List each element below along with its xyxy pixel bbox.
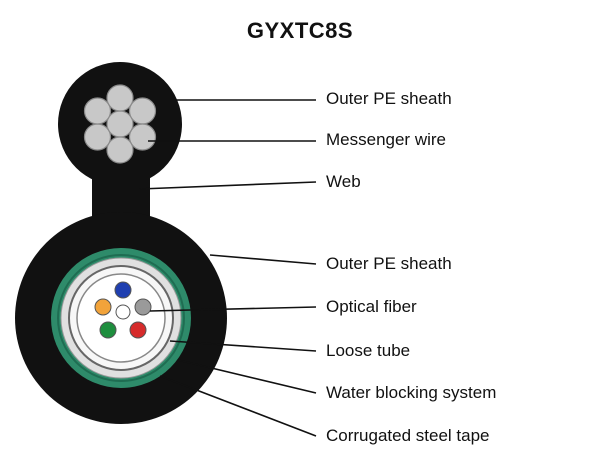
label-loose-tube: Loose tube [326,341,411,360]
label-optical-fiber: Optical fiber [326,297,417,316]
leader-line [159,375,317,437]
messenger-strand [128,97,157,125]
fiber-green [99,321,117,339]
fiber-red [129,321,147,339]
label-water-blocking-system: Water blocking system [326,383,497,402]
corrugated-steel-tape-edge [57,254,185,382]
messenger-strand [83,97,112,125]
messenger-unit [58,62,182,186]
messenger-strand [106,136,134,164]
optical-fibers [94,281,152,339]
messenger-strand [128,123,157,151]
fiber-white [115,304,131,320]
leader-line [209,254,317,265]
messenger-strand [83,123,112,151]
label-messenger-wire: Messenger wire [326,130,446,149]
fiber-grey [134,298,152,316]
diagram-title: GYXTC8S [246,18,354,43]
fiber-blue [114,281,132,299]
label-web: Web [326,172,361,191]
leader-line [139,181,317,190]
label-outer-pe-sheath-messenger: Outer PE sheath [326,89,452,108]
leader-line [169,340,317,352]
label-outer-pe-sheath: Outer PE sheath [326,254,452,273]
fiber-orange [94,298,112,316]
leader-line [177,359,317,394]
messenger-strand [106,110,134,138]
messenger-strand [106,84,134,112]
messenger-wire [83,84,157,164]
leader-line [149,306,317,312]
main-cable-unit [15,212,227,424]
label-corrugated-steel-tape: Corrugated steel tape [326,426,490,445]
leader-lines [139,99,317,437]
